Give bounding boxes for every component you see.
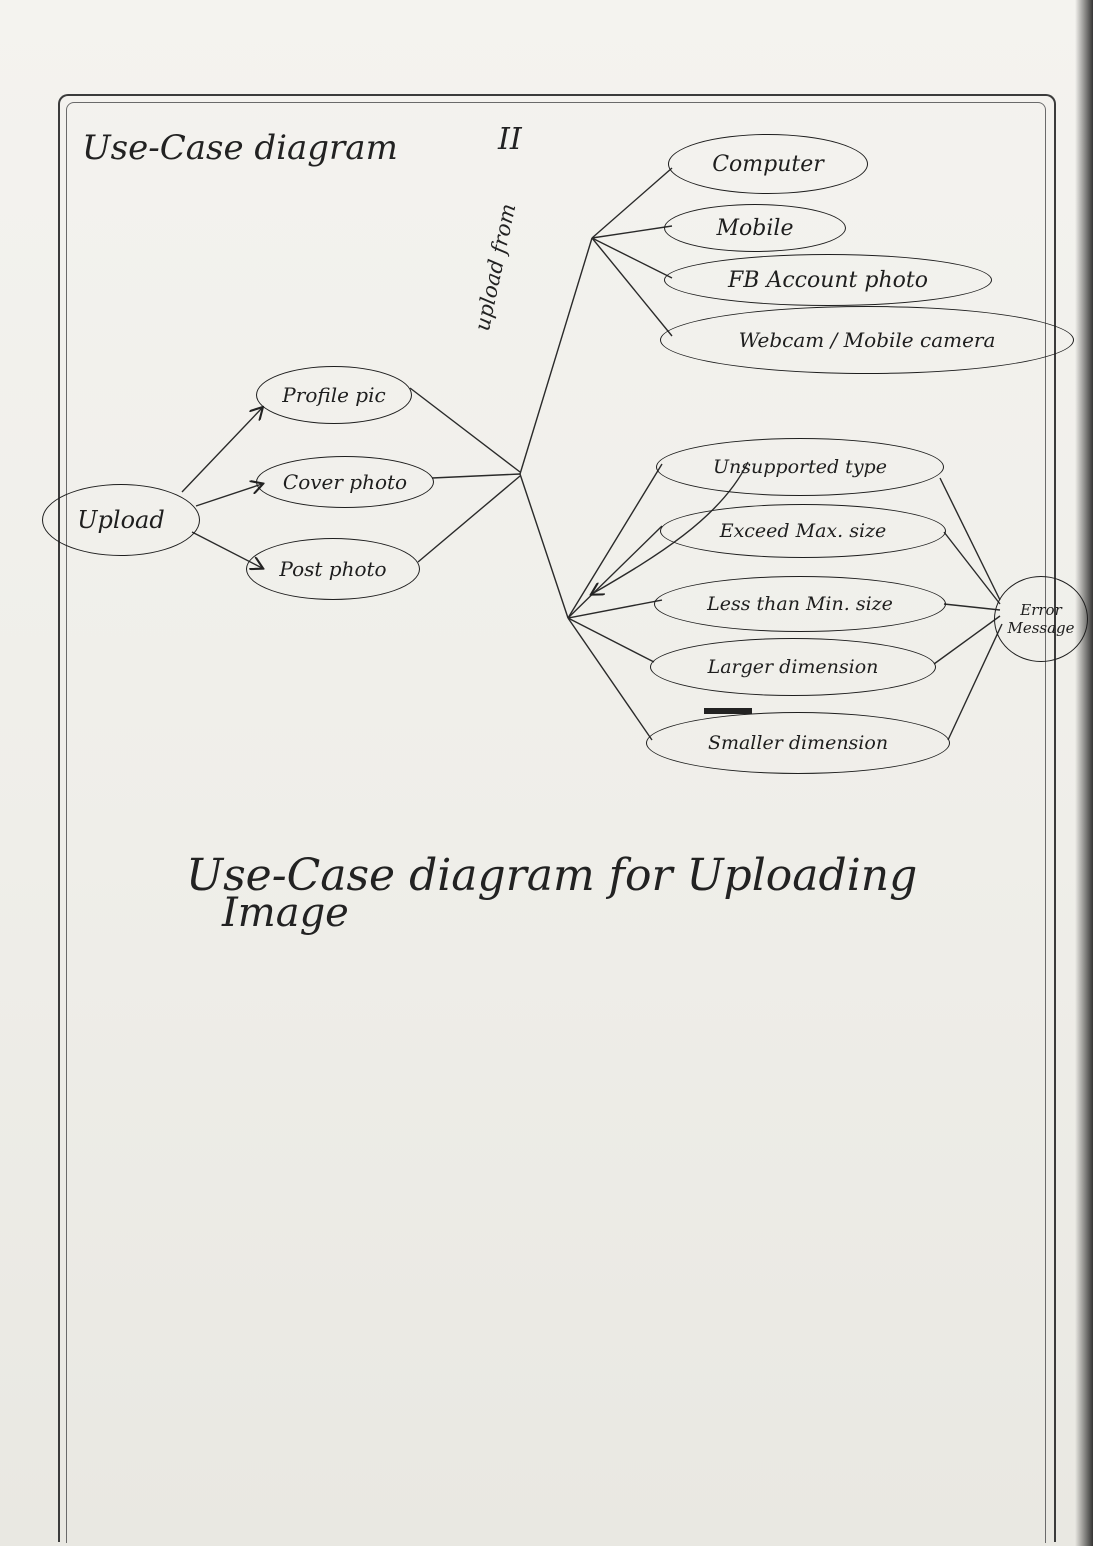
page-border	[58, 94, 1056, 1542]
line-to-less	[567, 599, 663, 619]
line-to-unsupported	[567, 463, 663, 619]
line-larger-error	[933, 615, 1001, 665]
line-to-webcam	[591, 237, 673, 337]
usecase-post-photo: Post photo	[246, 538, 420, 600]
caption-line-2: Image	[222, 890, 349, 936]
arrow-upload-cover	[195, 484, 262, 507]
line-junction-upper	[519, 237, 593, 475]
usecase-profile-pic: Profile pic	[256, 366, 412, 424]
heading-numeral: II	[498, 122, 522, 157]
line-to-smaller	[567, 617, 653, 741]
validation-unsupported-type: Unsupported type	[656, 438, 944, 496]
line-exceed-error	[943, 531, 1001, 605]
source-computer: Computer	[668, 134, 868, 194]
line-to-larger	[567, 617, 655, 663]
line-post-junction	[417, 475, 521, 563]
line-profile-junction	[409, 387, 521, 473]
ink-mark	[704, 708, 752, 714]
validation-smaller-dimension: Smaller dimension	[646, 712, 950, 774]
validation-larger-dimension: Larger dimension	[650, 638, 936, 696]
actor-upload: Upload	[42, 484, 200, 556]
source-mobile: Mobile	[664, 204, 846, 252]
validation-less-than-min-size: Less than Min. size	[654, 576, 946, 632]
diagram-heading: Use-Case diagram	[82, 128, 398, 168]
validation-exceed-max-size: Exceed Max. size	[660, 504, 946, 558]
line-smaller-error	[947, 623, 1003, 741]
arrow-upload-profile	[181, 408, 262, 493]
page-edge-shadow	[1075, 0, 1093, 1546]
line-to-mobile	[591, 225, 673, 239]
line-to-exceed	[567, 525, 663, 619]
line-to-fb	[591, 237, 673, 279]
line-unsupported-error	[939, 477, 1001, 601]
source-fb-account-photo: FB Account photo	[664, 254, 992, 306]
line-junction-lower	[519, 473, 569, 619]
line-to-computer	[591, 167, 673, 239]
usecase-cover-photo: Cover photo	[256, 456, 434, 508]
source-webcam-mobile-camera: Webcam / Mobile camera	[660, 306, 1074, 374]
caption-line-1: Use-Case diagram for Uploading	[186, 850, 918, 901]
page-border-inner	[66, 102, 1046, 1543]
error-message: Error Message	[994, 576, 1088, 662]
line-less-error	[943, 603, 1001, 611]
line-cover-junction	[431, 473, 521, 479]
